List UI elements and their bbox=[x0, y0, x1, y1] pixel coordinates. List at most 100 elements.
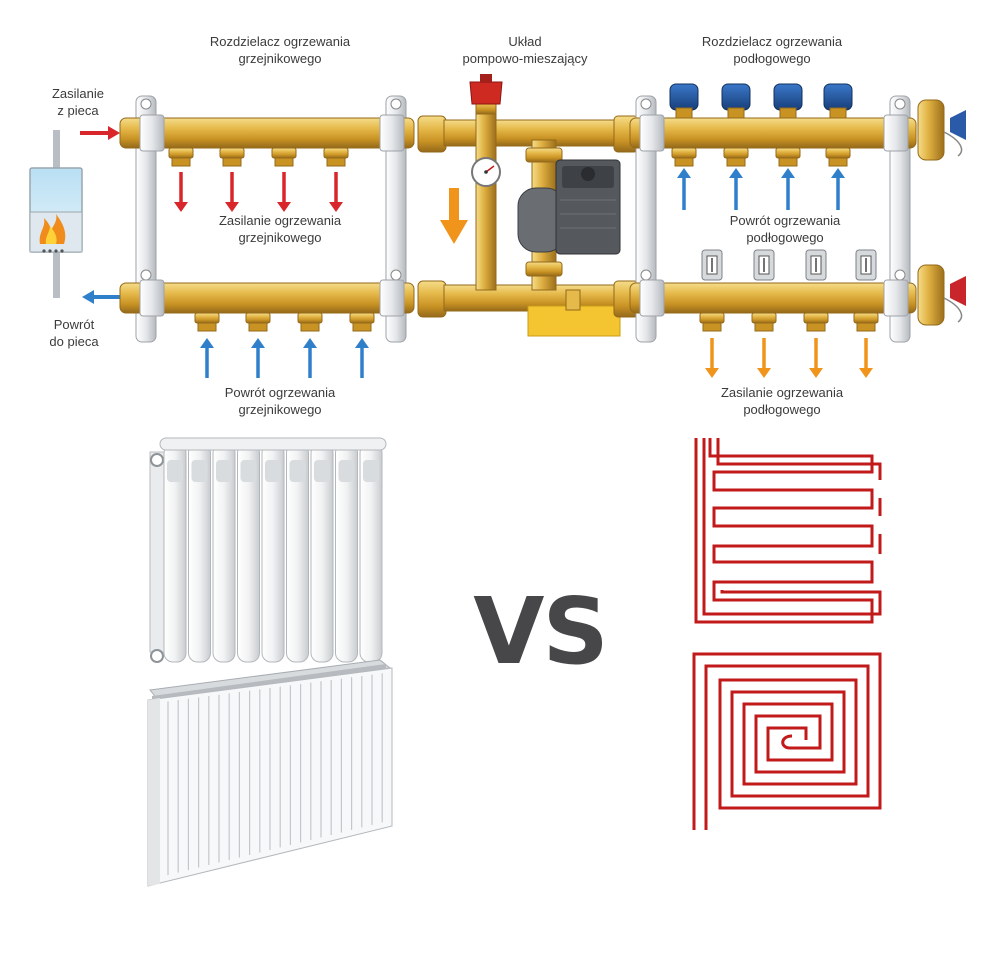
return-to-boiler-label: Powrót do pieca bbox=[28, 316, 120, 350]
floor-return-arrows bbox=[677, 168, 845, 210]
radiator-manifold-label: Rozdzielacz ogrzewania grzejnikowego bbox=[160, 33, 400, 67]
blue-valve-cap bbox=[721, 83, 751, 111]
radiator-return-line2: grzejnikowego bbox=[238, 402, 322, 417]
outlet-nut bbox=[323, 147, 349, 159]
fin-top-slot bbox=[216, 460, 232, 482]
outlet-thread bbox=[197, 322, 217, 332]
return-to-boiler-line1: Powrót bbox=[53, 317, 95, 332]
valve-handle-icon bbox=[917, 99, 966, 326]
radiator-supply-line2: grzejnikowego bbox=[238, 230, 322, 245]
cap-stem bbox=[829, 107, 847, 119]
outlet-nut bbox=[723, 147, 749, 159]
outlet-nut bbox=[699, 312, 725, 324]
floor-manifold bbox=[629, 95, 966, 343]
outlet-nut bbox=[219, 147, 245, 159]
outlet-thread bbox=[674, 157, 694, 167]
outlet-nut bbox=[853, 312, 879, 324]
cap-stem bbox=[675, 107, 693, 119]
pump-mixing-label-line2: pompowo-mieszający bbox=[462, 51, 588, 66]
blue-valve-cap bbox=[823, 83, 853, 111]
flow-arrow-head bbox=[174, 202, 188, 212]
fin-top-slot bbox=[191, 460, 208, 482]
flow-meter-icon bbox=[753, 249, 775, 281]
radiator-top-header bbox=[159, 437, 387, 451]
aluminium-radiator-icon bbox=[149, 437, 387, 663]
pressure-gauge-icon bbox=[471, 157, 501, 187]
radiator-manifold-label-line2: grzejnikowego bbox=[238, 51, 322, 66]
outlet-thread bbox=[856, 322, 876, 332]
floor-manifold-label-line2: podłogowego bbox=[733, 51, 811, 66]
supply-from-boiler-line2: z pieca bbox=[57, 103, 99, 118]
floor-return-line2: podłogowego bbox=[746, 230, 824, 245]
outlet-nut bbox=[671, 147, 697, 159]
flow-arrow-head bbox=[277, 202, 291, 212]
floor-blue-caps bbox=[669, 83, 853, 119]
flow-arrow-head bbox=[809, 368, 823, 378]
flow-meter-icon bbox=[701, 249, 723, 281]
floor-manifold-label-line1: Rozdzielacz ogrzewania bbox=[701, 34, 843, 49]
return-to-boiler-line2: do pieca bbox=[49, 334, 99, 349]
outlet-thread bbox=[806, 322, 826, 332]
supply-from-boiler-label: Zasilanie z pieca bbox=[28, 85, 128, 119]
outlet-thread bbox=[300, 322, 320, 332]
outlet-thread bbox=[726, 157, 746, 167]
radiator-manifold-label-line1: Rozdzielacz ogrzewania bbox=[209, 34, 351, 49]
mixing-flow-arrow bbox=[440, 188, 468, 244]
fin-top-slot bbox=[338, 460, 355, 482]
outlet-nut bbox=[194, 312, 220, 324]
outlet-thread bbox=[222, 157, 242, 167]
pump-icon bbox=[517, 159, 621, 255]
boiler-icon bbox=[29, 130, 83, 298]
radiator-return-arrows bbox=[200, 338, 369, 378]
flow-arrow-head bbox=[705, 368, 719, 378]
flow-arrow-head bbox=[831, 168, 845, 178]
floor-return-label: Powrót ogrzewania podłogowego bbox=[660, 212, 910, 246]
panel-radiator-icon bbox=[147, 659, 393, 887]
radiator-manifold bbox=[119, 95, 415, 343]
supply-from-boiler-line1: Zasilanie bbox=[51, 86, 105, 101]
blue-valve-cap bbox=[773, 83, 803, 111]
fin-top-slot bbox=[240, 460, 257, 482]
floor-outlets bbox=[671, 147, 879, 332]
flow-arrow-head bbox=[859, 368, 873, 378]
outlet-thread bbox=[754, 322, 774, 332]
vs-text: VS bbox=[473, 578, 608, 685]
outlet-nut bbox=[297, 312, 323, 324]
fin-top-slot bbox=[167, 460, 183, 482]
floor-return-line1: Powrót ogrzewania bbox=[729, 213, 841, 228]
radiator-return-label: Powrót ogrzewania grzejnikowego bbox=[150, 384, 410, 418]
blue-valve-cap bbox=[669, 83, 699, 111]
serpentine-floor-loop-icon bbox=[694, 438, 882, 624]
radiator-return-line1: Powrót ogrzewania bbox=[224, 385, 336, 400]
flame-icon bbox=[39, 214, 66, 253]
radiator-supply-label: Zasilanie ogrzewania grzejnikowego bbox=[150, 212, 410, 246]
supply-from-boiler-arrow bbox=[80, 126, 120, 140]
flow-arrow-head bbox=[251, 338, 265, 348]
outlet-thread bbox=[171, 157, 191, 167]
flow-arrow-head bbox=[303, 338, 317, 348]
floor-supply-line2: podłogowego bbox=[743, 402, 821, 417]
floor-supply-arrows bbox=[705, 338, 873, 378]
outlet-thread bbox=[702, 322, 722, 332]
fin-top-slot bbox=[314, 460, 330, 482]
flow-arrow-head bbox=[225, 202, 239, 212]
outlet-nut bbox=[803, 312, 829, 324]
flow-arrow-head bbox=[329, 202, 343, 212]
cap-stem bbox=[727, 107, 745, 119]
floor-supply-label: Zasilanie ogrzewania podłogowego bbox=[652, 384, 912, 418]
flow-arrow-head bbox=[757, 368, 771, 378]
outlet-nut bbox=[271, 147, 297, 159]
outlet-thread bbox=[248, 322, 268, 332]
floor-supply-line1: Zasilanie ogrzewania bbox=[720, 385, 844, 400]
outlet-nut bbox=[168, 147, 194, 159]
radiator-return-inlets bbox=[194, 312, 375, 332]
radiator-supply-arrows bbox=[174, 172, 343, 212]
pump-mixing-label-line1: Układ bbox=[508, 34, 542, 49]
outlet-nut bbox=[775, 147, 801, 159]
outlet-nut bbox=[349, 312, 375, 324]
fin-top-slot bbox=[363, 460, 379, 482]
spiral-floor-loop-icon bbox=[692, 652, 882, 830]
flow-arrow-head bbox=[355, 338, 369, 348]
fin-top-slot bbox=[289, 460, 306, 482]
